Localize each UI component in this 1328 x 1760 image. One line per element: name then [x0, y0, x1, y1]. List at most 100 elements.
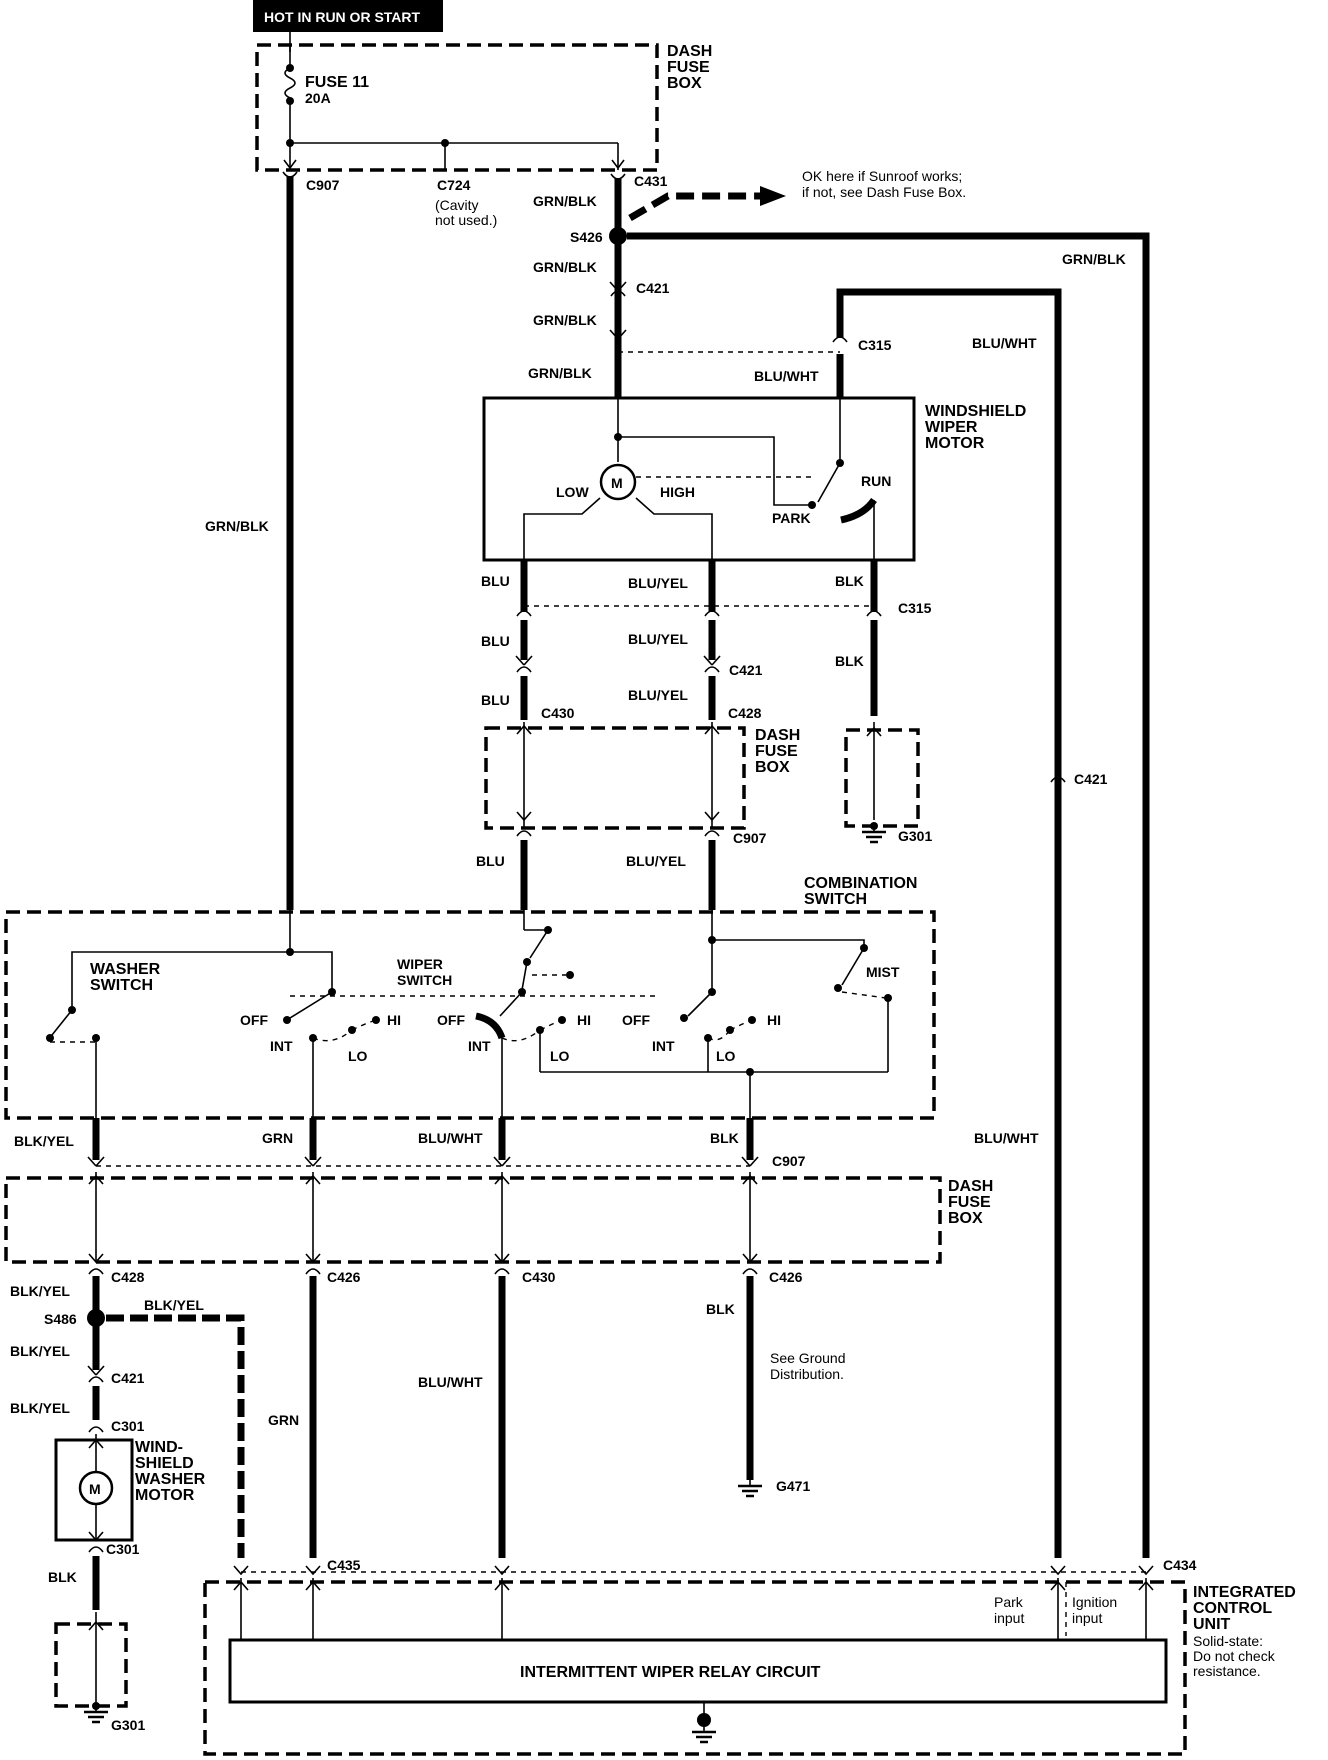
ground-icon-g301-washer: [84, 1706, 108, 1724]
fuse-box-top: [255, 43, 659, 172]
washer-motor-m: M: [89, 1481, 101, 1497]
wire-label-grn-2: GRN: [268, 1412, 299, 1428]
wire-label-grn-blk-1: GRN/BLK: [533, 193, 597, 209]
switch-a-off: OFF: [240, 1012, 268, 1028]
ground-g301-washer-label: G301: [111, 1717, 145, 1733]
wire-label-blu-wht-4: BLU/WHT: [418, 1130, 483, 1146]
switch-c-hi: HI: [767, 1012, 781, 1028]
splice-s486-label: S486: [44, 1311, 77, 1327]
wiper-motor-symbol: M: [599, 463, 637, 501]
fuse-box-lower: [4, 1176, 942, 1264]
wiper-motor-m: M: [611, 475, 623, 491]
switch-a-lo: LO: [348, 1048, 368, 1064]
connector-c421-right: C421: [1074, 771, 1108, 787]
splice-s426-label: S426: [570, 229, 603, 245]
wire-label-blu-yel-1: BLU/YEL: [628, 575, 688, 591]
ground-icon-g301-motor: [862, 826, 886, 844]
switch-b-hi: HI: [577, 1012, 591, 1028]
relay-circuit-label: INTERMITTENT WIPER RELAY CIRCUIT: [520, 1664, 821, 1681]
wire-blu-wht-park: [836, 288, 1062, 1558]
sunroof-note: OK here if Sunroof works;if not, see Das…: [802, 168, 966, 200]
ground-g301-motor-label: G301: [898, 828, 932, 844]
wire-label-blk-2: BLK: [835, 653, 864, 669]
connector-c421-center: [609, 281, 627, 297]
wire-label-blu-wht-5: BLU/WHT: [418, 1374, 483, 1390]
washer-motor-symbol: M: [78, 1470, 114, 1506]
sunroof-branch-wire: [628, 192, 760, 222]
fuse-symbol: [284, 45, 296, 170]
connector-c426-ground: C426: [769, 1269, 803, 1285]
connector-c430-lower: C430: [522, 1269, 556, 1285]
wire-label-grn-blk-3: GRN/BLK: [533, 312, 597, 328]
wire-label-grn-blk-2: GRN/BLK: [533, 259, 597, 275]
wire-label-blu-yel-3: BLU/YEL: [628, 687, 688, 703]
connector-c301-bottom: C301: [106, 1541, 140, 1557]
sunroof-arrow-icon: [760, 186, 786, 206]
connector-c421-washer: C421: [111, 1370, 145, 1386]
wire-label-blu-4: BLU: [476, 853, 505, 869]
connector-c907-lower: C907: [772, 1153, 806, 1169]
wire-label-grn-blk-left: GRN/BLK: [205, 518, 269, 534]
wire-label-blk-yel-2: BLK/YEL: [10, 1283, 70, 1299]
wire-label-blk-yel-1: BLK/YEL: [14, 1133, 74, 1149]
wire-label-blu-wht-2: BLU/WHT: [754, 368, 819, 384]
connector-c435: C435: [327, 1557, 361, 1573]
connector-c434: C434: [1163, 1557, 1197, 1573]
switch-a-hi: HI: [387, 1012, 401, 1028]
connector-c430-mid: C430: [541, 705, 575, 721]
connector-c315-lower: C315: [898, 600, 932, 616]
wire-label-blu-2: BLU: [481, 633, 510, 649]
ground-icon-g471: [738, 1480, 762, 1498]
control-unit-box: [203, 1580, 1187, 1756]
wire-label-blk-1: BLK: [835, 573, 864, 589]
wire-grn-blk-right: [627, 232, 1150, 1558]
wiper-motor-park: PARK: [772, 510, 811, 526]
connector-c421-motor: C421: [729, 662, 763, 678]
switch-b-int: INT: [468, 1038, 491, 1054]
wire-label-blk-4: BLK: [706, 1301, 735, 1317]
wire-label-blk-yel-5: BLK/YEL: [10, 1400, 70, 1416]
relay-circuit-box: [228, 1638, 1168, 1704]
connector-c301-top: C301: [111, 1418, 145, 1434]
wire-label-blu-1: BLU: [481, 573, 510, 589]
wire-label-blk-yel-4: BLK/YEL: [10, 1343, 70, 1359]
wire-label-blu-wht-1: BLU/WHT: [972, 335, 1037, 351]
switch-a-int: INT: [270, 1038, 293, 1054]
fuse-rating: 20A: [305, 90, 331, 106]
wire-label-blk-yel-3: BLK/YEL: [144, 1297, 204, 1313]
wire-label-grn-blk-4: GRN/BLK: [528, 365, 592, 381]
washer-motor-box: [54, 1438, 134, 1542]
wire-label-blu-yel-2: BLU/YEL: [628, 631, 688, 647]
fuse-name: FUSE 11: [305, 74, 369, 91]
wiper-motor-low: LOW: [556, 484, 589, 500]
connector-c907-top: C907: [306, 177, 340, 193]
wire-label-blu-wht-3: BLU/WHT: [974, 1130, 1039, 1146]
connector-c426-lower: C426: [327, 1269, 361, 1285]
splice-s486: [87, 1309, 105, 1327]
combination-switch-box: [4, 910, 936, 1120]
splice-s426: [609, 227, 627, 245]
connector-c315-top: C315: [858, 337, 892, 353]
wire-blk-yel-control: [106, 1314, 245, 1558]
wire-label-grn-1: GRN: [262, 1130, 293, 1146]
wire-label-blk-5: BLK: [48, 1569, 77, 1585]
wire-label-grn-blk-right: GRN/BLK: [1062, 251, 1126, 267]
ground-icon-control-unit: [692, 1726, 716, 1744]
connector-c431: C431: [634, 173, 668, 189]
connector-c428-mid: C428: [728, 705, 762, 721]
wiper-motor-box: [482, 396, 916, 562]
power-header-label: HOT IN RUN OR START: [264, 9, 421, 25]
switch-b-off: OFF: [437, 1012, 465, 1028]
wire-label-blk-3: BLK: [710, 1130, 739, 1146]
ground-box-motor: [844, 728, 920, 828]
